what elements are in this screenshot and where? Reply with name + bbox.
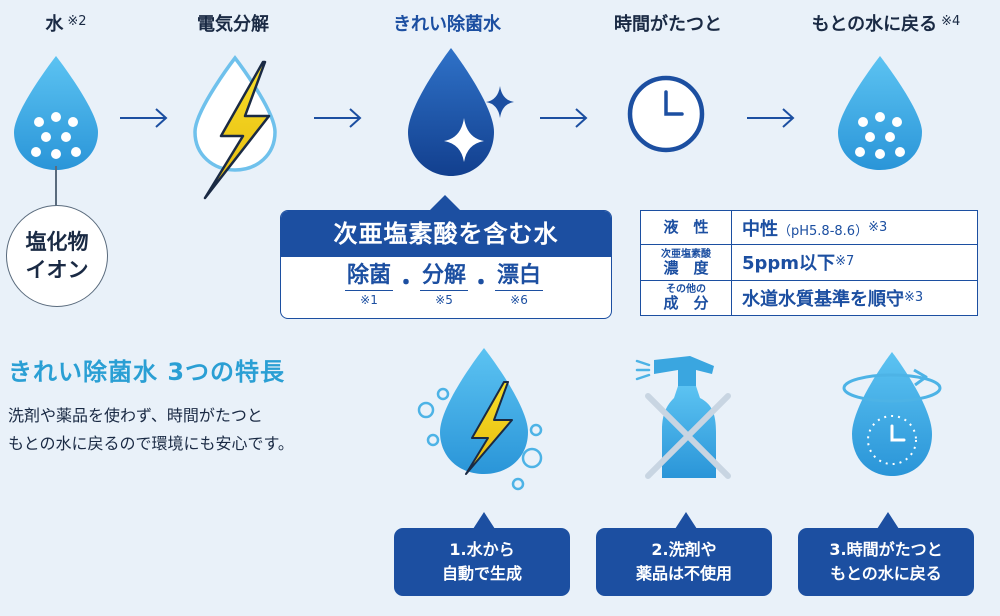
no-spray-icon xyxy=(635,356,731,479)
property-value: 5ppm以下※7 xyxy=(731,244,978,281)
table-row: その他の成 分 水道水質基準を順守※3 xyxy=(640,279,978,317)
hypochlorous-water-box: 次亜塩素酸を含む水 除菌※1 ・ 分解※5 ・ 漂白※6 xyxy=(280,210,612,319)
effect-separator: ・ xyxy=(470,271,493,296)
step-label-back-to-water: もとの水に戻る※4 xyxy=(811,14,961,35)
table-row: 液 性 中性（pH5.8-8.6）※3 xyxy=(640,209,978,246)
step-label-sterilized-water: きれい除菌水 xyxy=(393,14,501,35)
property-key: 液 性 xyxy=(640,209,732,246)
step-label-over-time: 時間がたつと xyxy=(614,14,722,35)
effect-sterilize: 除菌※1 xyxy=(345,263,394,307)
step-label-water: 水※2 xyxy=(45,14,87,35)
effect-decompose: 分解※5 xyxy=(420,263,469,307)
sparkle-drop-icon xyxy=(408,48,514,176)
effect-bleach: 漂白※6 xyxy=(495,263,544,307)
clock-icon xyxy=(627,75,705,153)
feature-pill-pointer xyxy=(675,512,697,529)
property-key: その他の成 分 xyxy=(640,279,732,317)
properties-table: 液 性 中性（pH5.8-8.6）※3 次亜塩素酸濃 度 5ppm以下※7 その… xyxy=(640,209,978,317)
lightning-drop-icon xyxy=(193,55,277,200)
property-value: 水道水質基準を順守※3 xyxy=(731,279,978,317)
water-drop-icon xyxy=(838,56,922,170)
arrow-right-icon xyxy=(314,108,362,128)
feature-pill-pointer xyxy=(877,512,899,529)
property-value: 中性（pH5.8-8.6）※3 xyxy=(731,209,978,246)
arrow-right-icon xyxy=(120,108,168,128)
property-key: 次亜塩素酸濃 度 xyxy=(640,244,732,281)
feature-pill-pointer xyxy=(473,512,495,529)
features-title: きれい除菌水 3つの特長 xyxy=(8,358,286,386)
table-row: 次亜塩素酸濃 度 5ppm以下※7 xyxy=(640,244,978,281)
effects-row: 除菌※1 ・ 分解※5 ・ 漂白※6 xyxy=(281,263,611,313)
bubbles-lightning-drop-icon xyxy=(417,348,543,491)
feature-no-detergent: 2.洗剤や薬品は不使用 xyxy=(596,528,772,596)
feature-auto-generate: 1.水から自動で生成 xyxy=(394,528,570,596)
chloride-ion-label: 塩化物イオン xyxy=(6,205,108,307)
features-description: 洗剤や薬品を使わず、時間がたつと もとの水に戻るので環境にも安心です。 xyxy=(8,406,294,453)
step-label-electrolysis: 電気分解 xyxy=(197,14,269,35)
rotating-clock-drop-icon xyxy=(842,352,942,476)
ion-connector-line xyxy=(55,166,57,206)
feature-returns-to-water: 3.時間がたつともとの水に戻る xyxy=(798,528,974,596)
arrow-right-icon xyxy=(540,108,588,128)
hypochlorous-water-title: 次亜塩素酸を含む水 xyxy=(281,211,611,257)
effect-separator: ・ xyxy=(395,271,418,296)
water-drop-icon xyxy=(14,56,98,170)
arrow-right-icon xyxy=(747,108,795,128)
main-box-pointer xyxy=(429,195,461,211)
